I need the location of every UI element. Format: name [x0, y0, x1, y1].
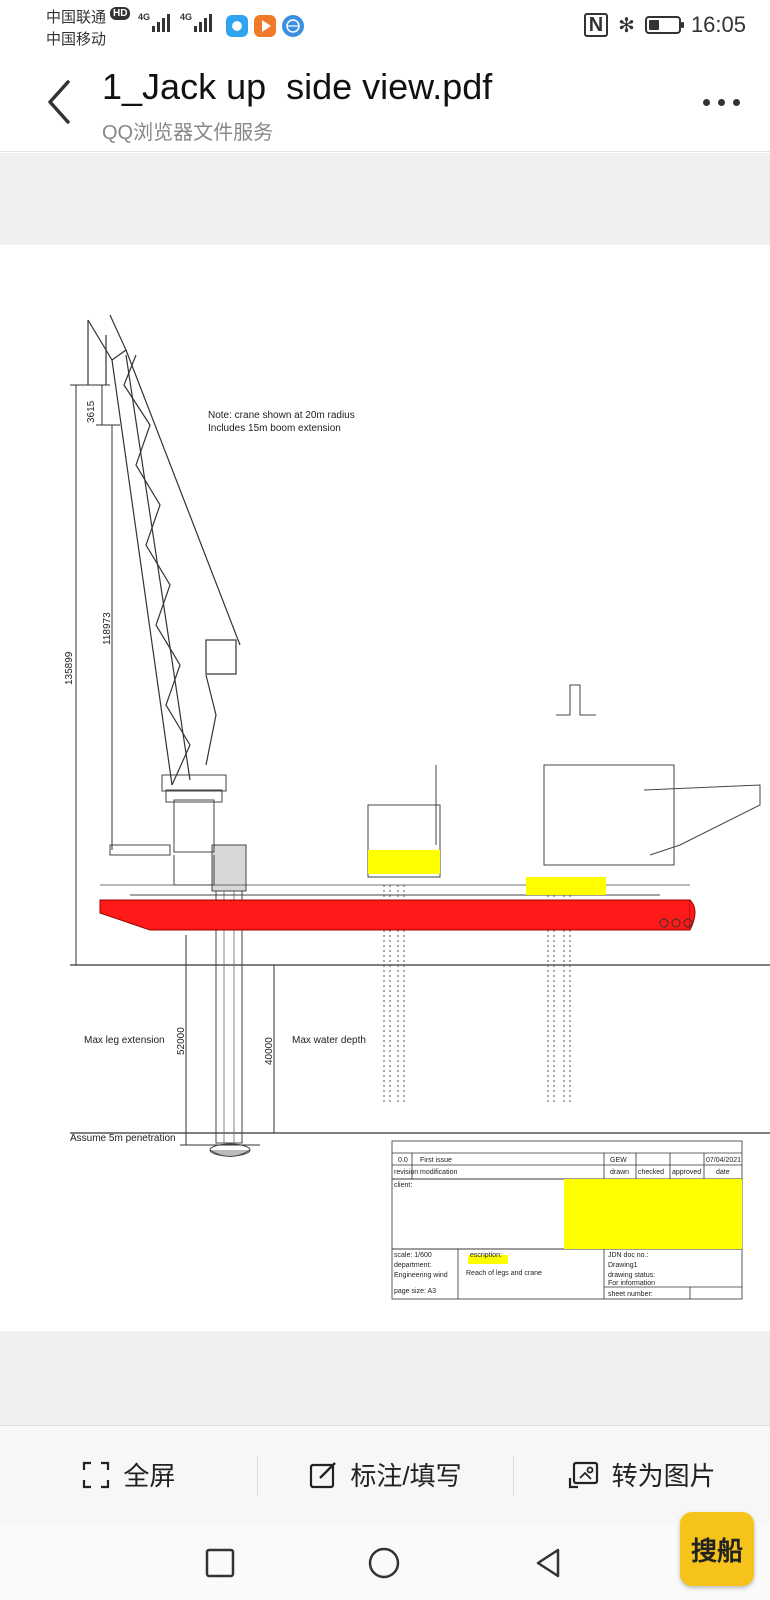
label-penetration: Assume 5m penetration [70, 1133, 176, 1144]
tb-checked: checked [638, 1169, 664, 1176]
tb-revision: revision [394, 1169, 418, 1176]
tb-drawing-status: drawing status: [608, 1272, 655, 1279]
network-type-1: 4G [138, 12, 151, 22]
jack-up-leg [209, 844, 251, 1157]
edit-icon [310, 1461, 337, 1488]
convert-to-image-button[interactable]: 转为图片 [513, 1426, 770, 1523]
carrier-1: 中国联通 [46, 9, 107, 26]
yellow-highlight [368, 850, 440, 874]
crane-pedestal [161, 774, 227, 886]
tb-description: escription: [470, 1252, 502, 1259]
status-right: N ✻ 16:05 [583, 12, 746, 38]
globe-app-icon [282, 15, 304, 37]
recent-apps-button[interactable] [202, 1545, 238, 1581]
qq-browser-app-icon [226, 15, 248, 37]
tb-for-info: For information [608, 1280, 655, 1287]
more-dot-icon [702, 98, 710, 106]
pdf-viewer[interactable]: Note: crane shown at 20m radius Includes… [0, 153, 770, 1425]
description-highlight [468, 1255, 508, 1264]
client-highlight [564, 1179, 742, 1249]
tb-department: department: [394, 1262, 431, 1269]
jack-up-side-view-drawing: Note: crane shown at 20m radius Includes… [64, 314, 770, 1300]
tb-date-value: 07/04/2021 [706, 1157, 741, 1164]
square-icon [205, 1548, 235, 1578]
document-source: QQ浏览器文件服务 [102, 122, 274, 144]
note-line-1: Note: crane shown at 20m radius [208, 410, 355, 421]
tb-desc-text: Reach of legs and crane [466, 1270, 542, 1277]
more-dot-icon [717, 98, 725, 106]
dim-135899-label: 135899 [64, 651, 75, 685]
title-bar: 1_Jack up side view.pdf QQ浏览器文件服务 [0, 52, 770, 152]
signal-bars-2-icon [194, 14, 212, 32]
label-max-leg-extension: Max leg extension [84, 1035, 165, 1046]
tb-modification: modification [420, 1169, 457, 1176]
clock: 16:05 [690, 12, 746, 37]
red-hull [99, 899, 691, 931]
bluetooth-icon: ✻ [618, 14, 635, 37]
annotate-button[interactable]: 标注/填写 [256, 1426, 514, 1523]
back-arrow-icon [48, 80, 70, 124]
souchuan-floating-button[interactable]: 搜船 [680, 1512, 754, 1586]
bottom-toolbar: 全屏 标注/填写 转为图片 [0, 1425, 770, 1523]
annotate-label: 标注/填写 [350, 1461, 462, 1491]
signal-bars-1-icon [152, 14, 170, 32]
home-button[interactable] [366, 1545, 402, 1581]
dim-3615-label: 3615 [86, 400, 97, 423]
deck-structures [109, 684, 761, 878]
tb-gew: GEW [610, 1157, 627, 1164]
more-options-button[interactable] [696, 92, 746, 112]
tb-doc-no: JDN doc no.: [608, 1252, 649, 1259]
image-convert-icon [568, 1461, 598, 1488]
pdf-page[interactable]: Note: crane shown at 20m radius Includes… [0, 245, 770, 1331]
vessel-hull [99, 884, 696, 931]
crane-boom [87, 314, 241, 786]
tb-scale: scale: 1/600 [394, 1252, 432, 1259]
fullscreen-button[interactable]: 全屏 [0, 1426, 257, 1523]
triangle-back-icon [536, 1548, 560, 1578]
tb-page-size: page size: A3 [394, 1288, 436, 1295]
network-type-2: 4G [180, 12, 193, 22]
title-block-text: 0.0 First issue GEW 07/04/2021 revision … [394, 1157, 741, 1298]
tb-drawing1: Drawing1 [608, 1262, 638, 1269]
tb-approved: approved [672, 1169, 701, 1176]
tb-client: client: [394, 1182, 412, 1189]
tb-drawn: drawn [610, 1169, 629, 1176]
tb-rev: 0.0 [398, 1157, 408, 1164]
dim-118973-label: 118973 [102, 612, 113, 645]
note-line-2: Includes 15m boom extension [208, 423, 341, 434]
label-max-water-depth: Max water depth [292, 1035, 366, 1046]
dim-40000-label: 40000 [264, 1037, 275, 1065]
convert-to-image-label: 转为图片 [611, 1461, 716, 1491]
battery-fill [648, 20, 659, 30]
back-nav-button[interactable] [530, 1545, 566, 1581]
nfc-icon: N [583, 13, 609, 37]
video-app-icon [254, 15, 276, 37]
back-button[interactable] [36, 72, 86, 132]
dim-52000-label: 52000 [176, 1027, 187, 1055]
tb-first-issue: First issue [420, 1157, 452, 1164]
document-title: 1_Jack up side view.pdf [102, 66, 493, 107]
battery-icon [644, 16, 684, 34]
status-bar: 中国联通 HD 中国移动 4G 4G N ✻ 16:05 [0, 0, 770, 52]
yellow-highlight [526, 877, 606, 895]
fullscreen-icon [83, 1461, 110, 1488]
fullscreen-label: 全屏 [123, 1461, 176, 1491]
tb-eng-wind: Engineering wind [394, 1272, 448, 1279]
system-nav-bar [0, 1523, 770, 1600]
hd-badge: HD [110, 7, 131, 20]
dimension-lines [70, 384, 275, 1146]
more-dot-icon [732, 98, 740, 106]
carrier-2: 中国移动 [46, 31, 107, 48]
tb-date: date [716, 1169, 730, 1176]
circle-icon [368, 1547, 400, 1579]
tb-sheet: sheet number: [608, 1291, 653, 1298]
